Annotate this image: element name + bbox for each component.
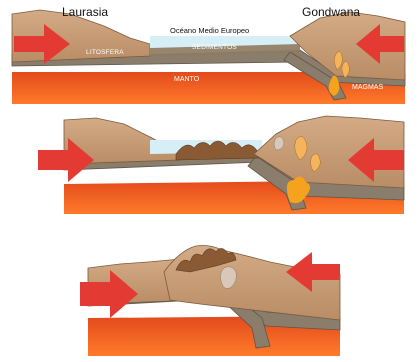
label-gondwana: Gondwana	[302, 6, 360, 18]
stage-2	[38, 116, 404, 214]
stage-1	[12, 10, 405, 104]
label-mantle: MANTO	[174, 76, 199, 83]
stage3-mountain-range	[164, 246, 340, 321]
stage-3	[80, 246, 340, 357]
label-laurasia: Laurasia	[62, 6, 108, 18]
label-sediments: SEDIMENTOS	[192, 45, 237, 52]
label-ocean: Océano Medio Europeo	[170, 27, 249, 35]
label-lithosphere: LITOSFERA	[86, 50, 124, 57]
label-magmas: MAGMAS	[352, 84, 383, 91]
